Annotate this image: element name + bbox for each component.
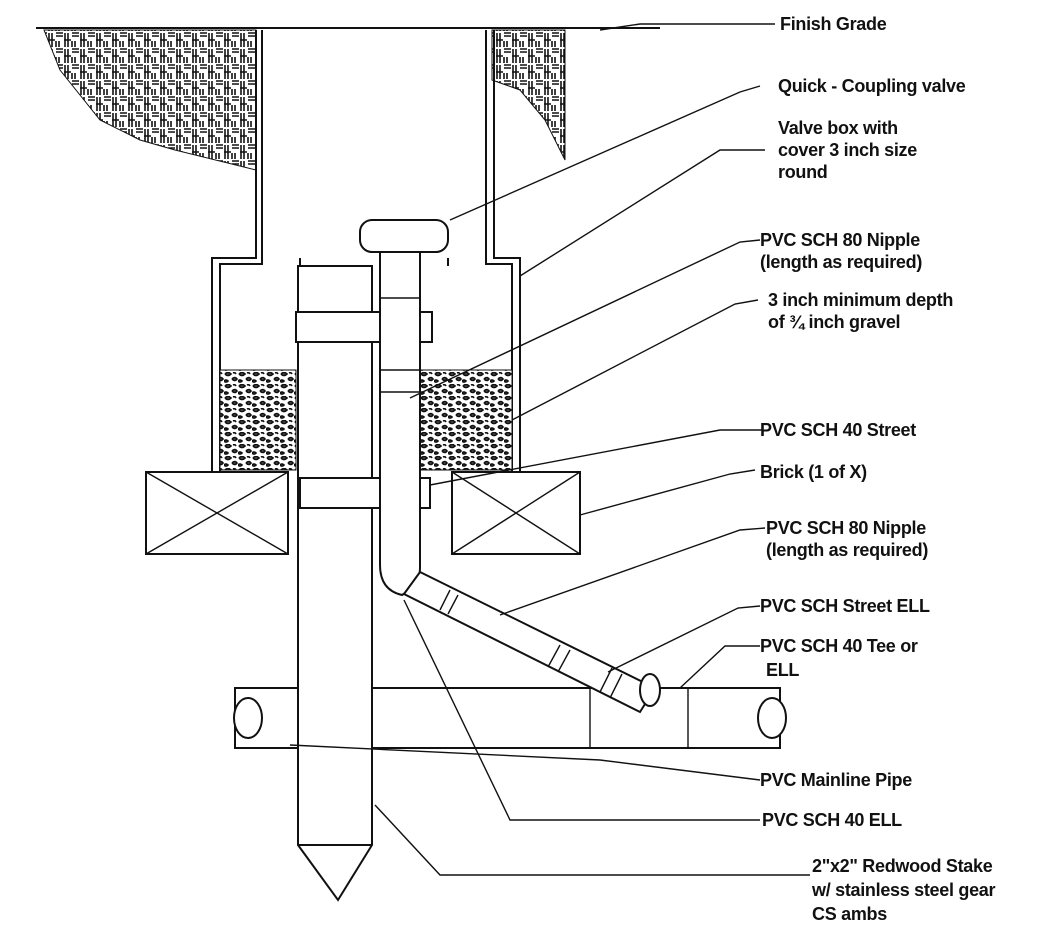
label-gravel-2: of ¾ inch gravel <box>768 312 900 332</box>
quick-coupling-valve <box>359 219 449 253</box>
label-finish-grade: Finish Grade <box>780 14 887 34</box>
label-ell-40: PVC SCH 40 ELL <box>762 810 902 830</box>
label-gravel-1: 3 inch minimum depth <box>768 290 953 310</box>
label-stake-2: w/ stainless steel gear <box>811 880 995 900</box>
label-nipple-mid-2: (length as required) <box>766 540 928 560</box>
label-nipple-top-1: PVC SCH 80 Nipple <box>760 230 920 250</box>
label-street-brick-1: PVC SCH 40 Street <box>760 420 916 440</box>
angled-nipple <box>402 570 661 714</box>
label-valve-box-3: round <box>778 162 828 182</box>
brick-right <box>451 471 581 555</box>
label-stake-1: 2"x2" Redwood Stake <box>812 856 993 876</box>
brick-left <box>145 471 289 555</box>
label-quick-coupling-valve: Quick - Coupling valve <box>778 76 966 96</box>
redwood-stake <box>297 265 373 902</box>
label-valve-box-1: Valve box with <box>778 118 898 138</box>
label-street-ell: PVC SCH Street ELL <box>760 596 930 616</box>
soil-hatch <box>43 29 566 171</box>
label-nipple-mid-1: PVC SCH 80 Nipple <box>766 518 926 538</box>
label-nipple-top-2: (length as required) <box>760 252 922 272</box>
label-tee-1: PVC SCH 40 Tee or <box>760 636 918 656</box>
label-mainline: PVC Mainline Pipe <box>760 770 912 790</box>
callout-labels: Finish Grade Quick - Coupling valve Valv… <box>760 14 996 924</box>
gravel-right <box>419 369 513 471</box>
leader-lines <box>289 23 810 876</box>
label-street-brick-2: Brick (1 of X) <box>760 462 867 482</box>
label-stake-3: CS ambs <box>812 904 887 924</box>
valve-box <box>211 30 521 472</box>
label-valve-box-2: cover 3 inch size <box>778 140 917 160</box>
label-tee-2: ELL <box>766 660 799 680</box>
riser-pipe <box>379 249 421 597</box>
gravel-left <box>219 369 297 471</box>
